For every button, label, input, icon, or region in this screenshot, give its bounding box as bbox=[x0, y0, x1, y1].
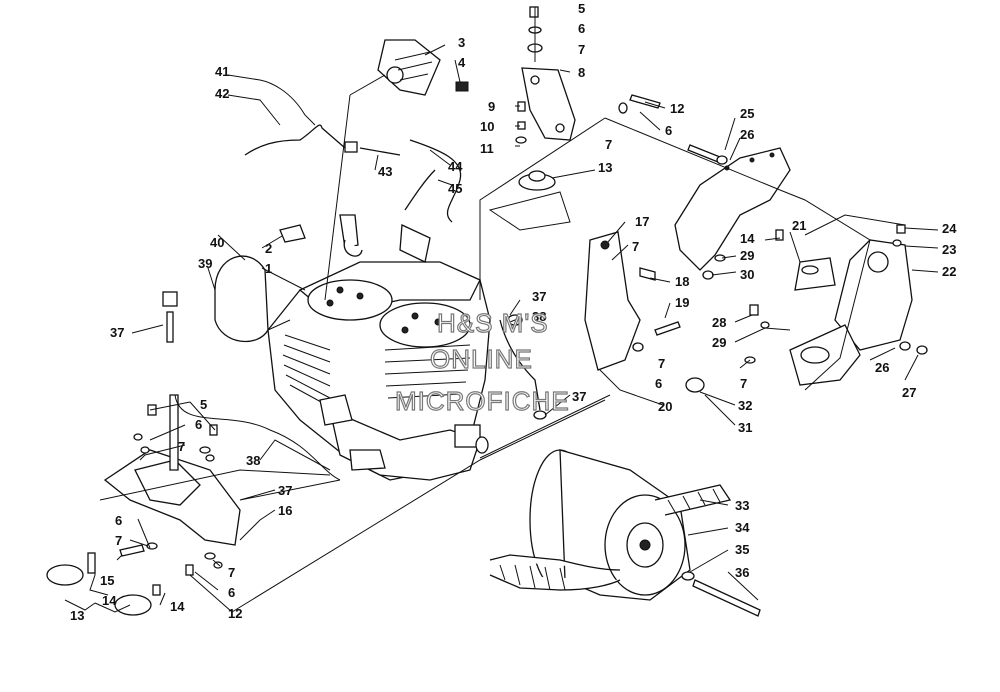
callout-27: 27 bbox=[902, 385, 916, 400]
callout-12-top: 12 bbox=[670, 101, 684, 116]
callout-17: 17 bbox=[635, 214, 649, 229]
callout-20: 20 bbox=[658, 399, 672, 414]
chaincase-plate bbox=[674, 147, 791, 271]
callout-34: 34 bbox=[735, 520, 750, 535]
callout-26-right: 26 bbox=[875, 360, 889, 375]
air-filter-assembly bbox=[214, 255, 291, 343]
mount-base-13-top bbox=[488, 170, 571, 231]
callout-14-left: 14 bbox=[102, 593, 117, 608]
callout-5-left: 5 bbox=[200, 397, 207, 412]
callout-10: 10 bbox=[480, 119, 494, 134]
drive-clutch-assembly bbox=[529, 449, 691, 601]
callout-24: 24 bbox=[942, 221, 957, 236]
right-mount-bracket-22 bbox=[789, 239, 913, 386]
callout-43: 43 bbox=[378, 164, 392, 179]
callout-7-bottom: 7 bbox=[228, 565, 235, 580]
callout-7-top: 7 bbox=[578, 42, 585, 57]
callout-12-bottom: 12 bbox=[228, 606, 242, 621]
callout-6-bottom: 6 bbox=[228, 585, 235, 600]
callout-3: 3 bbox=[458, 35, 465, 50]
callout-6-left: 6 bbox=[195, 417, 202, 432]
callout-18: 18 bbox=[675, 274, 689, 289]
callout-29-top: 29 bbox=[740, 248, 754, 263]
callout-28: 28 bbox=[712, 315, 726, 330]
callout-9: 9 bbox=[488, 99, 495, 114]
callout-4: 4 bbox=[458, 55, 466, 70]
callout-37-bottom: 37 bbox=[278, 483, 292, 498]
callout-14-right: 14 bbox=[740, 231, 755, 246]
left-mount-plate bbox=[46, 394, 341, 616]
callout-39: 39 bbox=[198, 256, 212, 271]
callout-7-far-right: 7 bbox=[740, 376, 747, 391]
callout-40: 40 bbox=[210, 235, 224, 250]
callout-7-bracket: 7 bbox=[632, 239, 639, 254]
callout-7-lower: 7 bbox=[115, 533, 122, 548]
callout-labels: 1 2 3 4 5 5 6 6 6 6 6 6 7 7 7 7 7 7 7 7 … bbox=[70, 1, 957, 623]
callout-41: 41 bbox=[215, 64, 229, 79]
callout-37-top: 37 bbox=[532, 289, 546, 304]
callout-21: 21 bbox=[792, 218, 806, 233]
callout-31: 31 bbox=[738, 420, 752, 435]
callout-32: 32 bbox=[738, 398, 752, 413]
callout-37-left: 37 bbox=[110, 325, 124, 340]
callout-16: 16 bbox=[278, 503, 292, 518]
callout-36: 36 bbox=[735, 565, 749, 580]
hardware-fasteners bbox=[87, 6, 928, 596]
callout-29-mid: 29 bbox=[712, 335, 726, 350]
leader-lines bbox=[64, 7, 939, 613]
clutch-bolt bbox=[681, 571, 761, 617]
callout-19: 19 bbox=[675, 295, 689, 310]
callout-22: 22 bbox=[942, 264, 956, 279]
drive-belt bbox=[489, 484, 732, 591]
callout-23: 23 bbox=[942, 242, 956, 257]
callout-6-top: 6 bbox=[578, 21, 585, 36]
callout-13-top: 13 bbox=[598, 160, 612, 175]
callout-7-mid: 7 bbox=[605, 137, 612, 152]
upper-bracket-8 bbox=[521, 67, 576, 141]
callout-35: 35 bbox=[735, 542, 749, 557]
callout-33: 33 bbox=[735, 498, 749, 513]
callout-7-right: 7 bbox=[658, 356, 665, 371]
watermark-line-2: ONLINE bbox=[430, 344, 533, 374]
watermark-line-3: MICROFICHE bbox=[395, 386, 570, 416]
callout-14-bottom: 14 bbox=[170, 599, 185, 614]
watermark: H&S M'S ONLINE MICROFICHE bbox=[394, 307, 570, 416]
callout-38-left: 38 bbox=[246, 453, 260, 468]
callout-6-mid: 6 bbox=[665, 123, 672, 138]
callout-30: 30 bbox=[740, 267, 754, 282]
rear-mount-bracket bbox=[377, 39, 469, 96]
callout-45: 45 bbox=[448, 181, 462, 196]
callout-37-mid: 37 bbox=[572, 389, 586, 404]
callout-42: 42 bbox=[215, 86, 229, 101]
callout-5-top: 5 bbox=[578, 1, 585, 16]
callout-15: 15 bbox=[100, 573, 114, 588]
callout-44: 44 bbox=[448, 159, 463, 174]
watermark-line-1: H&S M'S bbox=[437, 308, 549, 338]
callout-8: 8 bbox=[578, 65, 585, 80]
engine-mount-bracket-17 bbox=[584, 231, 656, 371]
callout-1: 1 bbox=[265, 261, 272, 276]
engine-assembly bbox=[267, 214, 491, 481]
callout-38-top: 38 bbox=[532, 309, 546, 324]
callout-7-left: 7 bbox=[178, 439, 185, 454]
callout-25: 25 bbox=[740, 106, 754, 121]
callout-6-right: 6 bbox=[655, 376, 662, 391]
callout-11: 11 bbox=[480, 141, 494, 156]
callout-2: 2 bbox=[265, 241, 272, 256]
callout-6-lower: 6 bbox=[115, 513, 122, 528]
hose-set bbox=[244, 124, 462, 223]
callout-26-top: 26 bbox=[740, 127, 754, 142]
callout-13-bottom: 13 bbox=[70, 608, 84, 623]
